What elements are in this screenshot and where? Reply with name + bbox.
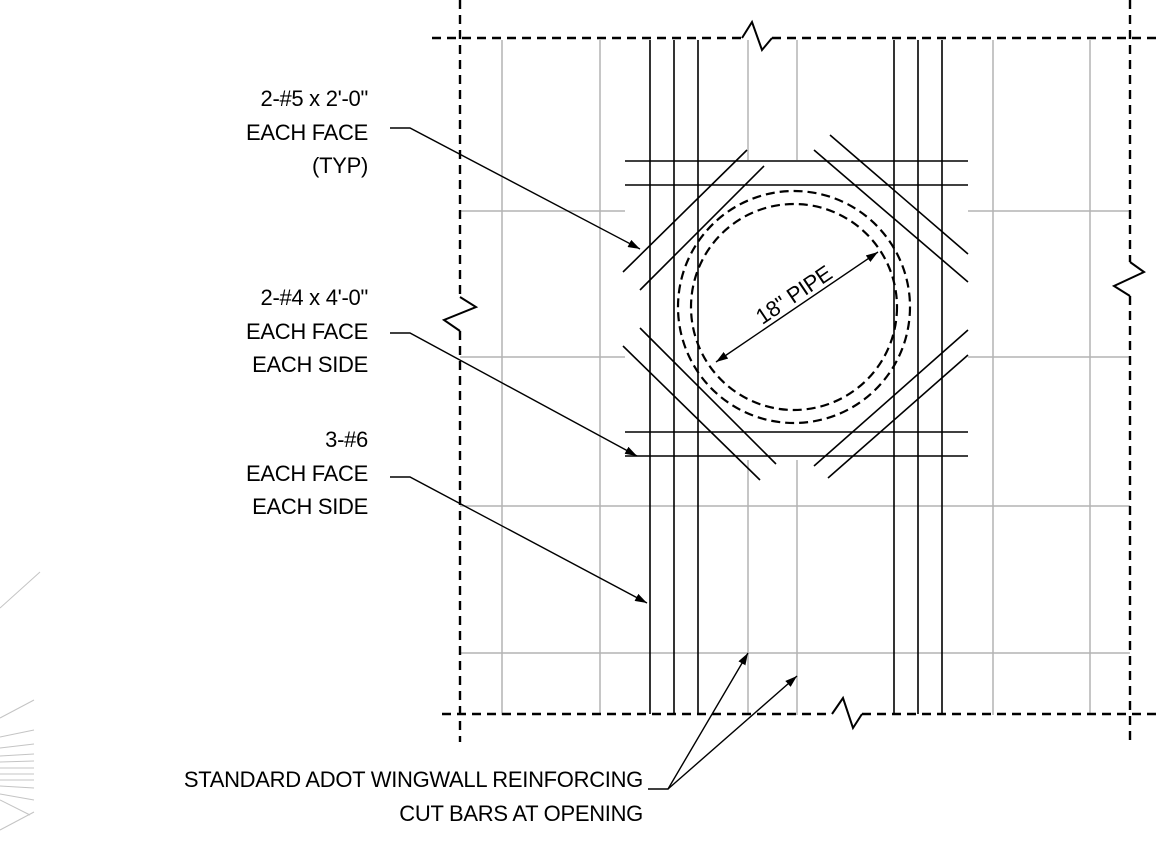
pipe-label: 18" PIPE	[751, 260, 836, 329]
callout-bar-6-line1: 3-#6	[325, 427, 368, 452]
callout-bar-6-line3: EACH SIDE	[252, 494, 368, 519]
callout-bar-5: 2-#5 x 2'-0" EACH FACE (TYP)	[246, 86, 641, 250]
callout-bar-5-line2: EACH FACE	[246, 120, 368, 145]
callout-bar-4-line3: EACH SIDE	[252, 352, 368, 377]
callout-bar-4-line2: EACH FACE	[246, 319, 368, 344]
callout-wingwall-line2: CUT BARS AT OPENING	[399, 801, 643, 826]
bar-6-vertical	[649, 40, 943, 714]
wall-outline	[432, 0, 1158, 742]
callout-wingwall: STANDARD ADOT WINGWALL REINFORCING CUT B…	[184, 652, 798, 826]
edge-hatching	[0, 571, 41, 831]
callout-bar-5-line1: 2-#5 x 2'-0"	[261, 86, 368, 111]
callout-bar-6-line2: EACH FACE	[246, 461, 368, 486]
bar-5-diagonal	[622, 134, 969, 481]
break-symbols	[441, 19, 1146, 731]
pipe-outline	[676, 189, 912, 425]
pipe-diameter-arrow	[715, 251, 879, 363]
bar-4-horizontal	[625, 160, 968, 457]
callout-bar-4-line1: 2-#4 x 4'-0"	[261, 285, 368, 310]
callout-bar-5-line3: (TYP)	[312, 153, 368, 178]
callout-wingwall-line1: STANDARD ADOT WINGWALL REINFORCING	[184, 767, 643, 792]
callout-bar-4: 2-#4 x 4'-0" EACH FACE EACH SIDE	[246, 285, 638, 457]
wingwall-reinforcing-grid	[460, 40, 1130, 715]
callout-bar-6: 3-#6 EACH FACE EACH SIDE	[246, 427, 648, 604]
